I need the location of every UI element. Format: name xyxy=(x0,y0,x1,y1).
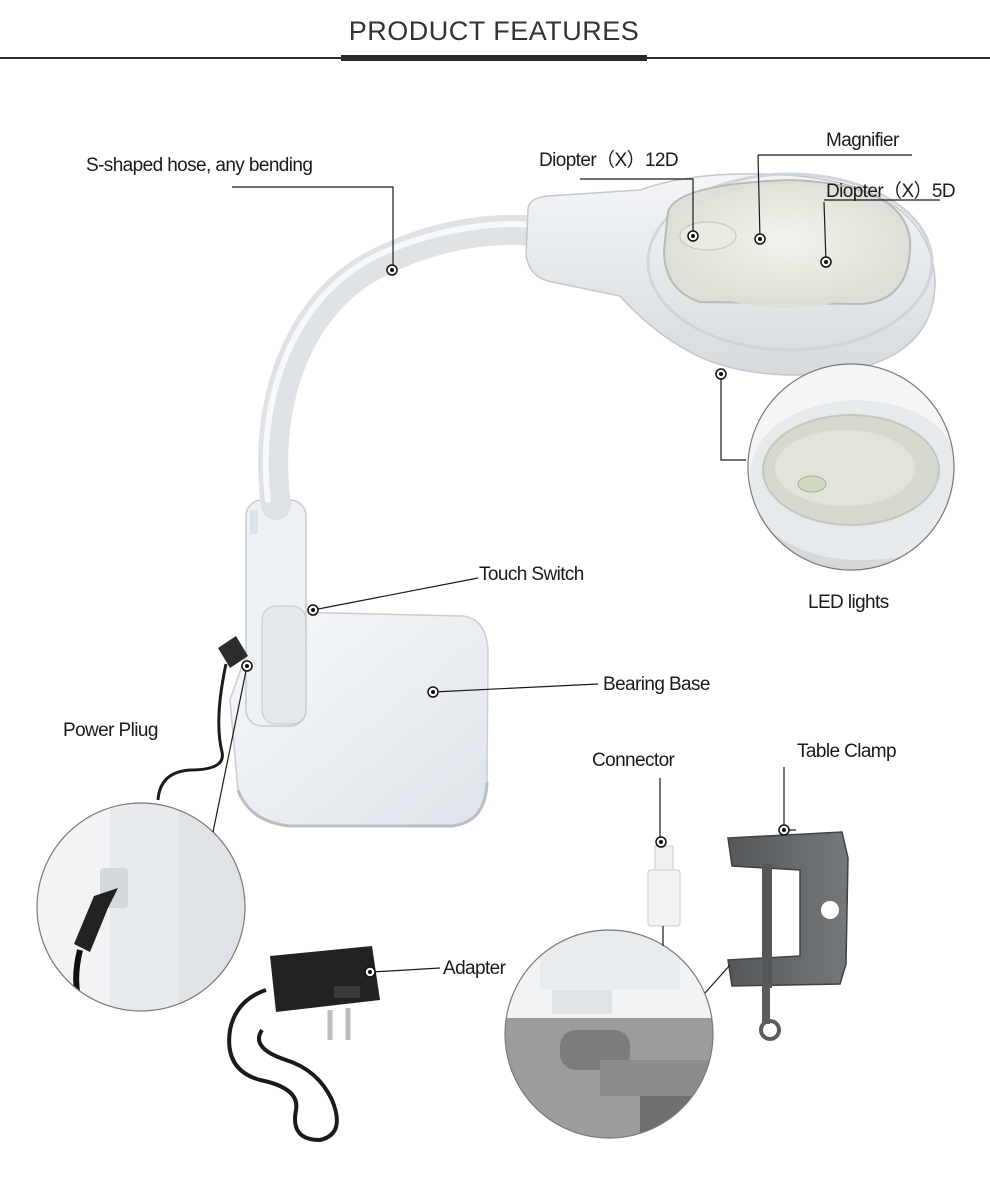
stand-column xyxy=(245,499,307,727)
clamp-zoom xyxy=(504,929,714,1139)
label-connector: Connector xyxy=(592,750,675,771)
led-lights-zoom xyxy=(747,363,955,571)
label-led-lights: LED lights xyxy=(808,592,889,613)
gooseneck-hose xyxy=(258,214,560,520)
table-clamp-shape xyxy=(727,831,849,1041)
header-accent-bar xyxy=(341,55,647,61)
label-adapter: Adapter xyxy=(443,958,506,979)
label-power-plug: Power Pliug xyxy=(63,720,158,741)
label-table-clamp: Table Clamp xyxy=(797,741,897,762)
power-plug-shape xyxy=(156,636,248,801)
label-hose: S-shaped hose, any bending xyxy=(86,155,313,176)
magnifier-head xyxy=(525,172,936,376)
connector-shape xyxy=(647,845,681,927)
label-diopter-12d: Diopter（X）12D xyxy=(539,150,679,171)
power-plug-zoom xyxy=(36,802,246,1012)
label-diopter-5d: Diopter（X）5D xyxy=(826,181,956,202)
label-bearing-base: Bearing Base xyxy=(603,674,710,695)
callout-lines xyxy=(212,154,940,994)
label-touch-switch: Touch Switch xyxy=(479,564,584,585)
page-title: PRODUCT FEATURES xyxy=(348,16,640,46)
adapter-shape xyxy=(227,946,380,1143)
label-magnifier: Magnifier xyxy=(826,130,899,151)
callout-dots xyxy=(241,230,832,978)
